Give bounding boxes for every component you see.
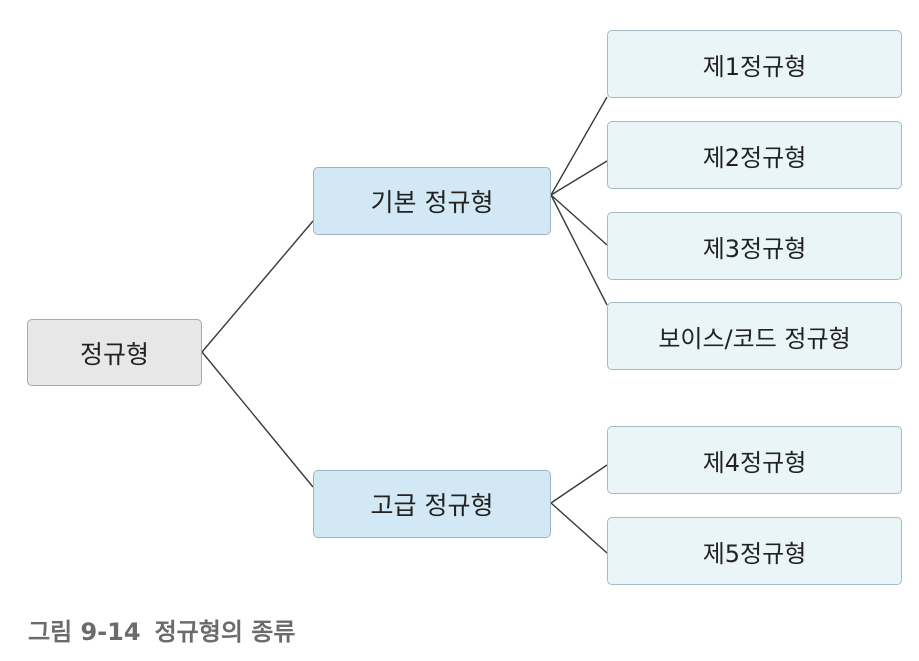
leaf-node-label: 보이스/코드 정규형 [658, 324, 851, 353]
figure-number: 그림 9-14 [28, 617, 141, 646]
node-basic-normal-forms: 기본 정규형 [313, 167, 551, 235]
root-node-normal-forms: 정규형 [27, 319, 202, 386]
figure-caption: 그림 9-14 정규형의 종류 [28, 611, 295, 647]
leaf-node-label: 제2정규형 [702, 143, 807, 172]
leaf-node-label: 제5정규형 [702, 539, 807, 568]
root-node-label: 정규형 [79, 339, 149, 369]
leaf-node-label: 제1정규형 [702, 52, 807, 81]
connector-advanced-4nf [550, 464, 608, 504]
leaf-node-bcnf: 보이스/코드 정규형 [607, 302, 902, 370]
leaf-node-label: 제3정규형 [702, 234, 807, 263]
figure-title: 정규형의 종류 [154, 617, 296, 646]
leaf-node-4nf: 제4정규형 [607, 426, 902, 494]
leaf-node-1nf: 제1정규형 [607, 30, 902, 98]
leaf-node-2nf: 제2정규형 [607, 121, 902, 189]
node-advanced-normal-forms: 고급 정규형 [313, 470, 551, 538]
connector-basic-1nf [550, 96, 608, 196]
node-basic-label: 기본 정규형 [370, 188, 494, 217]
connector-basic-3nf [550, 194, 608, 246]
leaf-node-5nf: 제5정규형 [607, 517, 902, 585]
connector-root-advanced [201, 351, 314, 488]
connector-advanced-5nf [550, 502, 608, 554]
leaf-node-label: 제4정규형 [702, 448, 807, 477]
connector-basic-2nf [550, 160, 608, 196]
node-advanced-label: 고급 정규형 [370, 491, 494, 520]
leaf-node-3nf: 제3정규형 [607, 212, 902, 280]
connector-root-basic [201, 220, 314, 353]
connector-basic-bcnf [550, 194, 608, 306]
